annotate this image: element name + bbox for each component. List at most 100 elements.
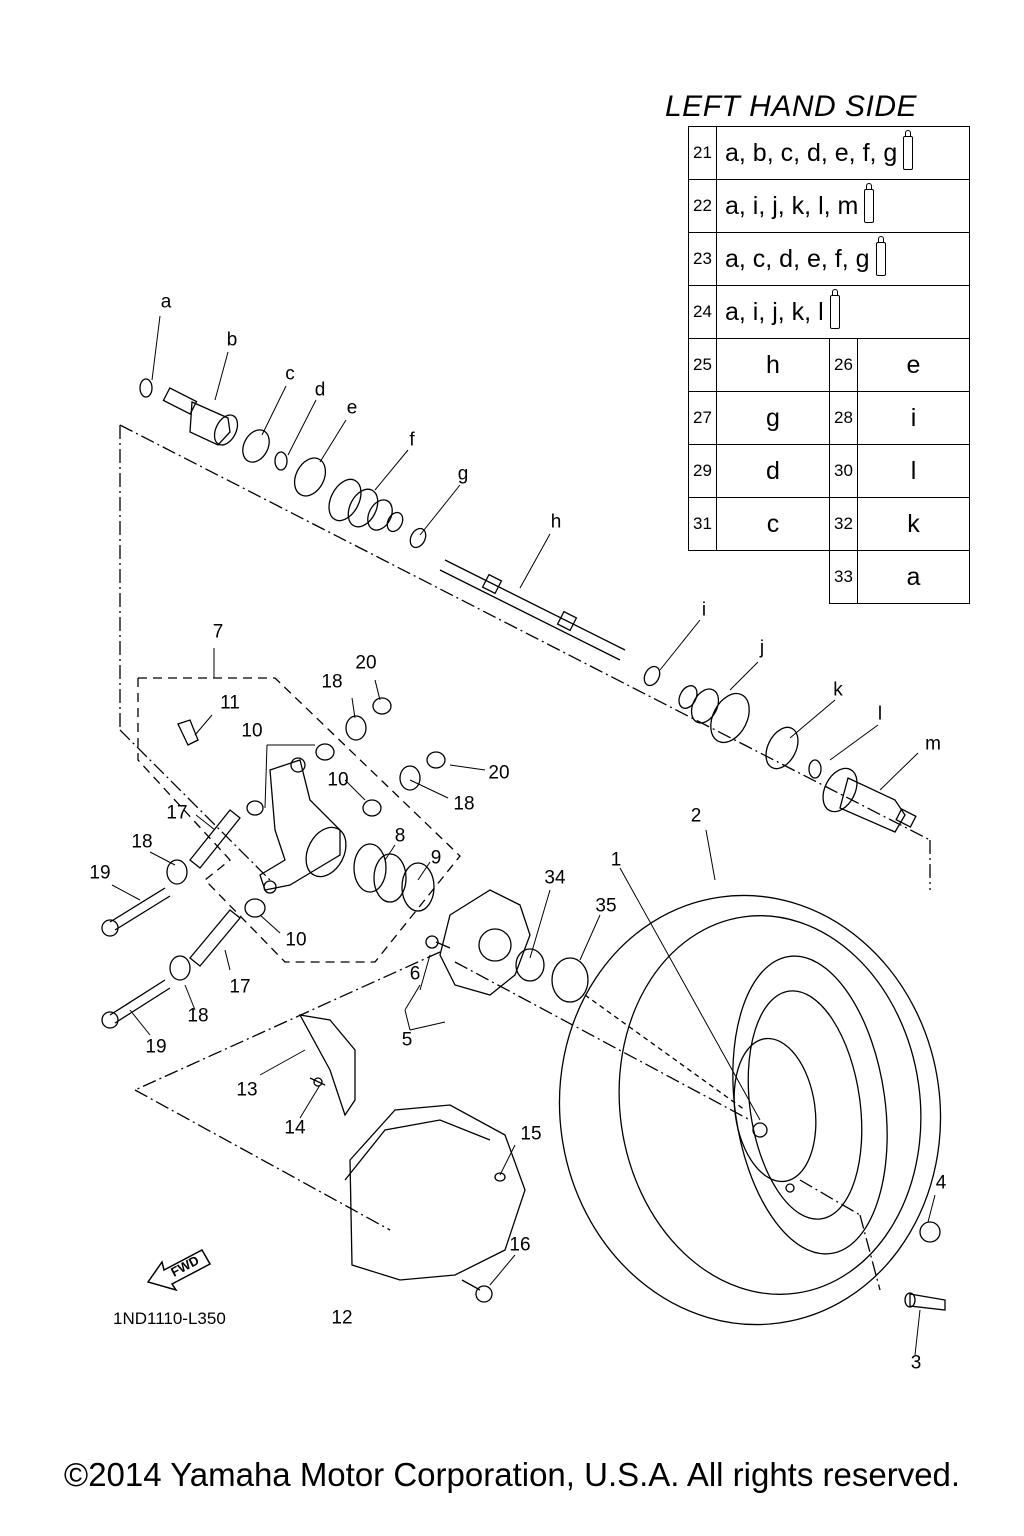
callout-17: 17 — [166, 802, 188, 824]
row-value: a, i, j, k, l, m — [717, 180, 969, 232]
row-value: k — [907, 509, 920, 538]
band-e — [293, 457, 327, 497]
hub-cap-35 — [551, 957, 589, 1003]
row-value: a — [906, 562, 921, 591]
grease-tube-icon — [829, 289, 840, 329]
row-value: a, c, d, e, f, g — [717, 233, 969, 285]
circlip-d — [274, 451, 288, 471]
row-value: h — [766, 350, 780, 379]
circlip-a — [139, 378, 153, 398]
row-value: i — [910, 403, 917, 432]
callout-1: 1 — [610, 849, 622, 871]
callout-l: l — [877, 703, 883, 725]
bush-18-b — [169, 955, 191, 981]
bolt-16 — [461, 1279, 493, 1303]
callout-19: 19 — [89, 862, 111, 884]
table-row: 24 a, i, j, k, l — [688, 285, 970, 339]
table-row: 26 e — [829, 338, 970, 392]
callout-b: b — [226, 329, 238, 351]
callout-16: 16 — [509, 1234, 531, 1256]
table-row: 25 h — [688, 338, 830, 392]
wheel-1 — [732, 955, 888, 1255]
callout-18: 18 — [187, 1005, 209, 1027]
callout-j: j — [759, 637, 765, 659]
callout-e: e — [346, 397, 358, 419]
grease-tube-icon — [875, 236, 886, 276]
hub-5 — [439, 889, 531, 996]
row-number: 29 — [689, 445, 717, 497]
row-number: 25 — [689, 339, 717, 391]
bolt-19-b — [101, 979, 171, 1029]
hub-axis — [584, 994, 746, 1111]
callout-i: i — [701, 599, 707, 621]
callout-9: 9 — [430, 847, 442, 869]
valve-3 — [904, 1292, 946, 1311]
boot-f — [328, 478, 404, 533]
row-number: 22 — [689, 180, 717, 232]
bearing-8 — [353, 843, 407, 903]
callout-h: h — [550, 511, 562, 533]
callout-17: 17 — [229, 976, 251, 998]
assembly-outline — [119, 424, 931, 1291]
bush-10-b — [362, 799, 382, 817]
callout-13: 13 — [236, 1079, 258, 1101]
table-row: 21 a, b, c, d, e, f, g — [688, 126, 970, 180]
callout-10: 10 — [241, 720, 263, 742]
row-number: 23 — [689, 233, 717, 285]
row-value: g — [766, 403, 780, 432]
callout-a: a — [160, 291, 172, 313]
table-row: 32 k — [829, 497, 970, 551]
bolt-19-a — [101, 887, 171, 937]
callout-18: 18 — [453, 793, 475, 815]
bush-10-c — [244, 898, 266, 918]
row-number: 27 — [689, 392, 717, 444]
brake-disc-12 — [344, 1104, 526, 1281]
row-number: 33 — [830, 551, 858, 603]
callout-c: c — [285, 363, 295, 385]
callout-12: 12 — [331, 1307, 353, 1329]
callout-f: f — [409, 429, 415, 451]
nut-20-a — [372, 697, 392, 715]
row-number: 31 — [689, 498, 717, 550]
table-title: LEFT HAND SIDE — [665, 90, 918, 123]
callout-m: m — [925, 733, 941, 755]
table-row: 22 a, i, j, k, l, m — [688, 179, 970, 233]
screw-14 — [309, 1077, 326, 1087]
callout-4: 4 — [935, 1172, 947, 1194]
callout-3: 3 — [910, 1352, 922, 1374]
o-ring-c — [242, 429, 270, 463]
callout-7: 7 — [212, 621, 224, 643]
row-number: 32 — [830, 498, 858, 550]
table-row: 29 d — [688, 444, 830, 498]
boot-j — [678, 685, 750, 744]
grease-tube-icon — [864, 183, 875, 223]
callout-35: 35 — [595, 895, 617, 917]
table-row: 28 i — [829, 391, 970, 445]
callout-10: 10 — [327, 769, 349, 791]
callout-6: 6 — [409, 963, 421, 985]
forward-arrow-icon: FWD — [146, 1248, 212, 1292]
collar-17-a — [189, 809, 241, 869]
row-number: 30 — [830, 445, 858, 497]
washer-15 — [494, 1172, 506, 1182]
table-row: 30 l — [829, 444, 970, 498]
wheel-nut-4 — [919, 1221, 941, 1243]
grease-tube-icon — [903, 130, 914, 170]
callout-11: 11 — [220, 692, 240, 714]
row-value: l — [910, 456, 917, 485]
callout-k: k — [833, 679, 843, 701]
callout-18: 18 — [321, 671, 343, 693]
stud-6 — [425, 935, 451, 949]
callout-g: g — [457, 463, 469, 485]
callout-d: d — [314, 379, 326, 401]
bush-18-c — [345, 715, 367, 741]
callout-14: 14 — [284, 1117, 306, 1139]
grease-nipple-11 — [177, 719, 199, 746]
band-k — [765, 726, 799, 770]
circlip-l — [808, 759, 822, 779]
shaft-h — [439, 559, 626, 661]
row-value: a, b, c, d, e, f, g — [717, 127, 969, 179]
row-number: 24 — [689, 286, 717, 338]
row-value: e — [906, 350, 921, 379]
